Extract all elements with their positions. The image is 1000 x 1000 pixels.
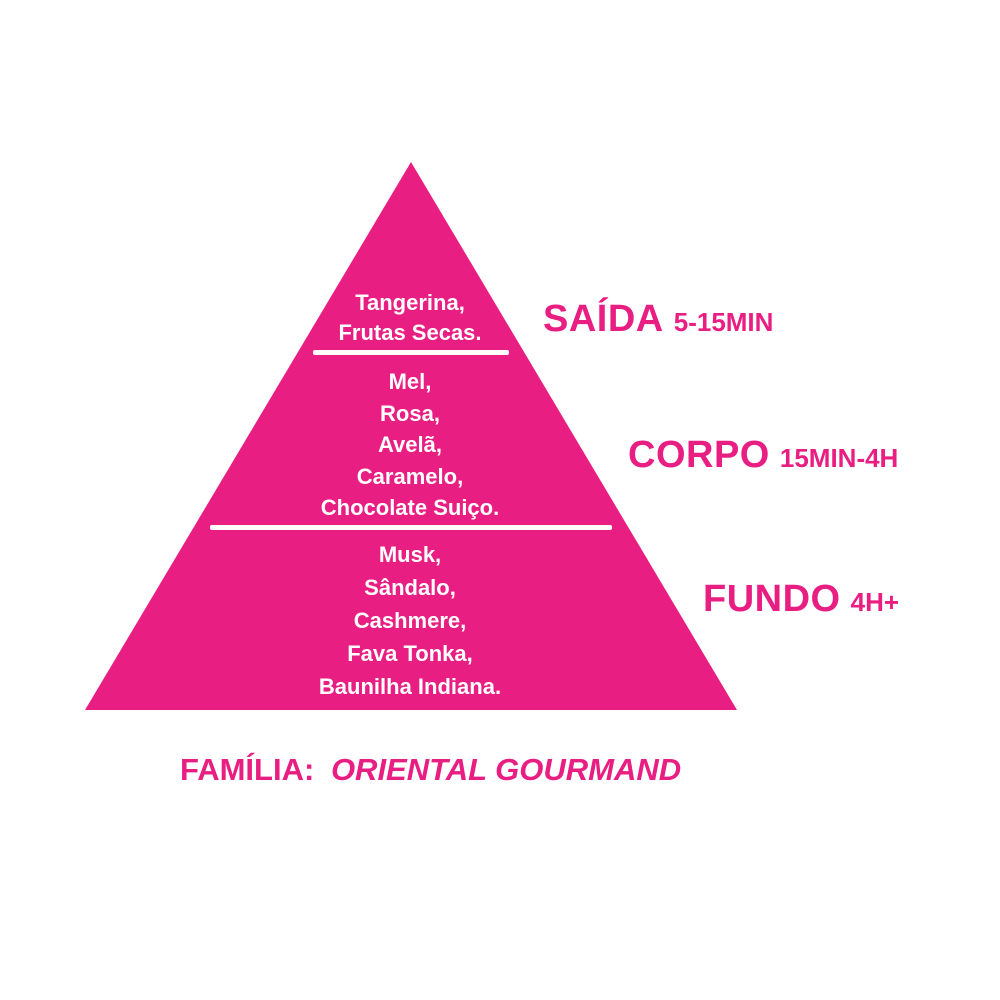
- note-line: Baunilha Indiana.: [318, 674, 502, 699]
- note-line: Cashmere,: [353, 608, 467, 633]
- tier-divider-top: [313, 350, 509, 355]
- top-notes-tier: Tangerina, Frutas Secas.: [160, 288, 660, 348]
- phase-name: CORPO: [628, 434, 770, 476]
- tier-divider-bottom: [210, 525, 612, 530]
- heart-notes-tier: Mel, Rosa, Avelã, Caramelo, Chocolate Su…: [160, 366, 660, 524]
- note-line: Musk,: [378, 542, 442, 567]
- fragrance-family: FAMÍLIA: ORIENTAL GOURMAND: [180, 752, 681, 788]
- base-notes-tier: Musk, Sândalo, Cashmere, Fava Tonka, Bau…: [160, 538, 660, 703]
- note-line: Sândalo,: [364, 575, 456, 600]
- family-label: FAMÍLIA:: [180, 752, 315, 787]
- note-line: Mel,: [388, 369, 432, 394]
- phase-duration: 4H+: [850, 587, 900, 617]
- family-value: ORIENTAL GOURMAND: [330, 752, 682, 787]
- phase-name: SAÍDA: [543, 298, 664, 340]
- heart-tier-label: CORPO 15MIN-4H: [628, 434, 898, 477]
- note-line: Tangerina,: [355, 290, 465, 315]
- note-line: Chocolate Suiço.: [320, 495, 500, 520]
- phase-duration: 5-15MIN: [673, 307, 774, 337]
- note-line: Caramelo,: [356, 463, 464, 489]
- phase-duration: 15MIN-4H: [779, 443, 899, 473]
- note-line: Avelã,: [377, 432, 442, 457]
- base-tier-label: FUNDO 4H+: [703, 578, 899, 621]
- note-line: Frutas Secas.: [338, 320, 482, 345]
- note-line: Rosa,: [380, 400, 440, 426]
- phase-name: FUNDO: [703, 578, 841, 620]
- note-line: Fava Tonka,: [347, 641, 473, 666]
- top-tier-label: SAÍDA 5-15MIN: [543, 298, 773, 341]
